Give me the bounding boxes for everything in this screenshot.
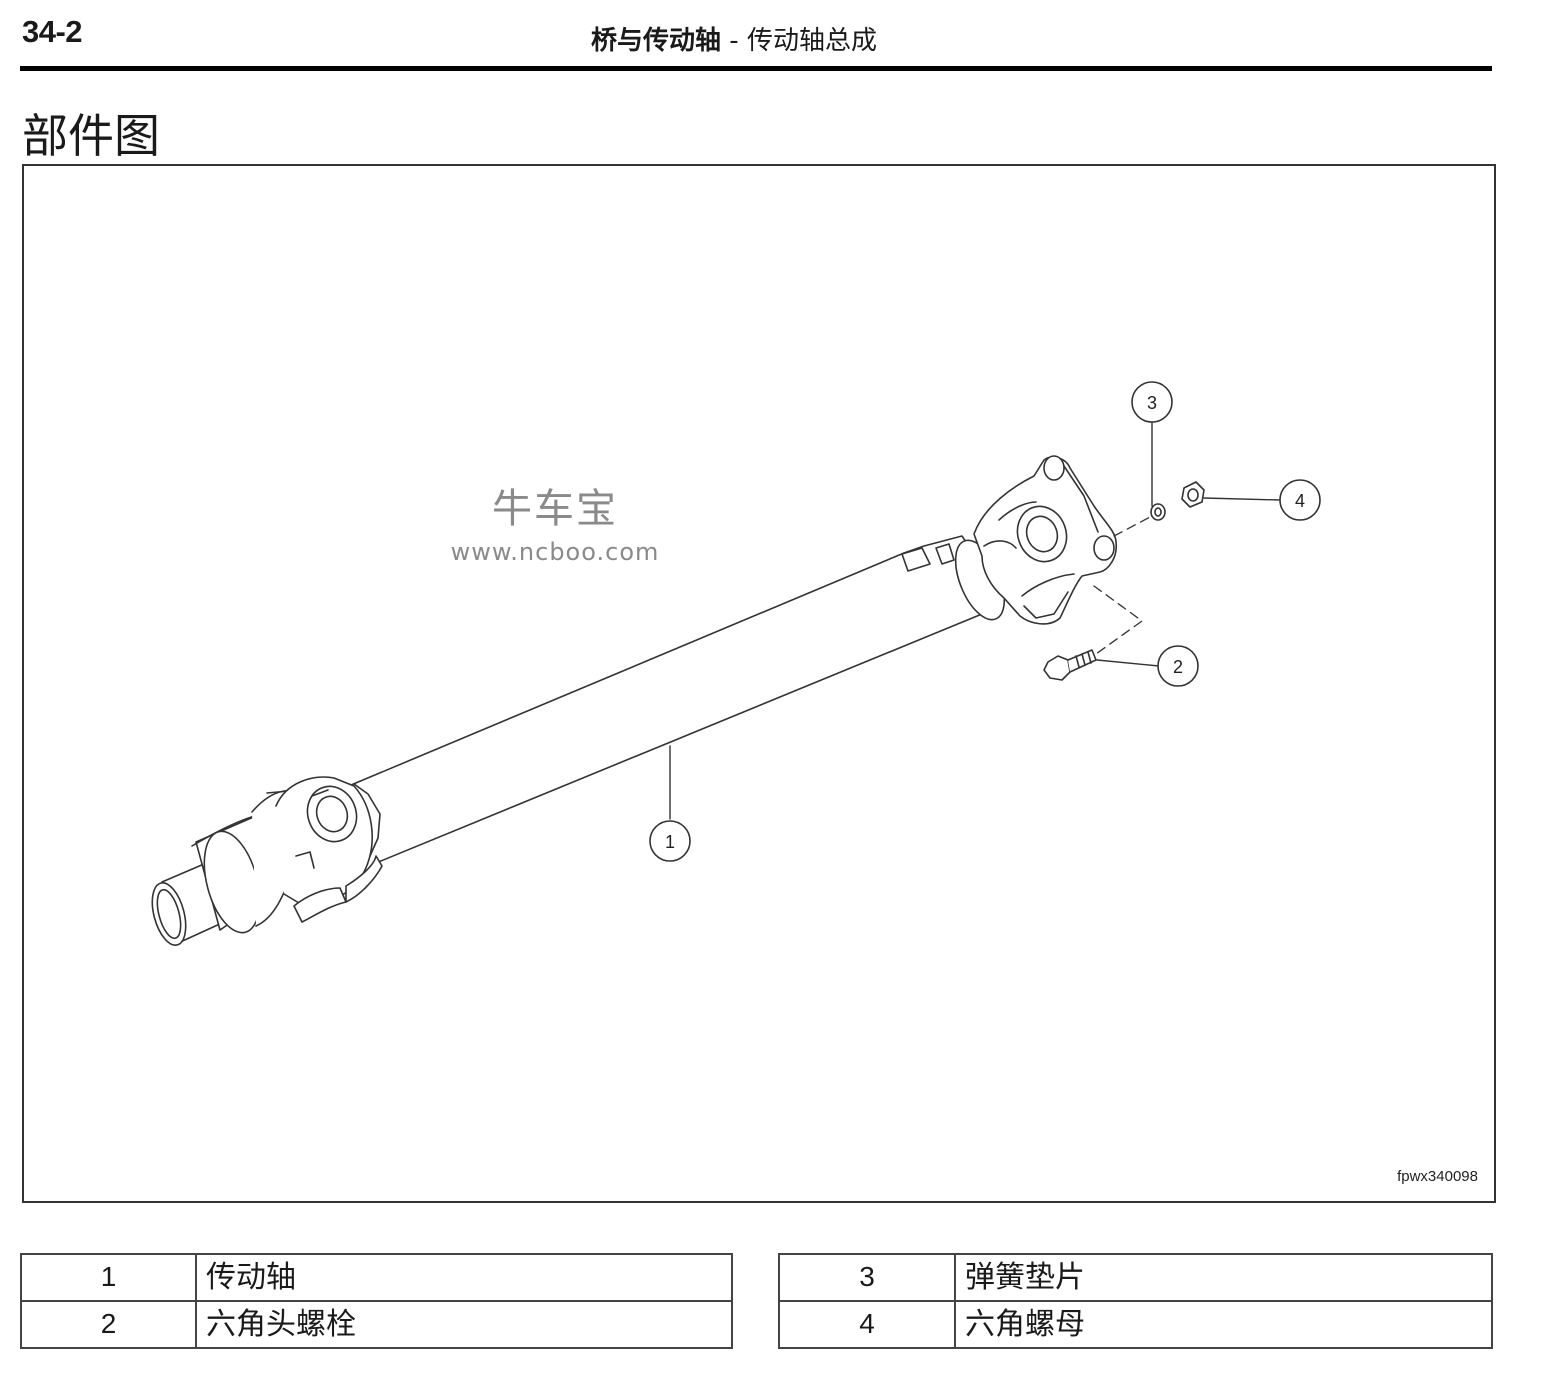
spring-washer-part — [1150, 503, 1166, 521]
leader-lines — [669, 420, 1281, 820]
hex-bolt-part — [1043, 649, 1097, 681]
callout-label-1: 1 — [665, 832, 675, 852]
rear-flange-yoke — [973, 455, 1118, 625]
header-rule — [20, 66, 1492, 71]
part-number: 2 — [20, 1300, 197, 1349]
watermark: 牛车宝 www.ncboo.com — [420, 485, 690, 567]
shaft-tube — [331, 535, 1006, 864]
section-title: 部件图 — [22, 109, 160, 163]
figure-frame: 1 2 3 4 fpwx340098 — [22, 164, 1496, 1203]
callout-label-2: 2 — [1173, 657, 1183, 677]
figure-code: fpwx340098 — [1397, 1168, 1478, 1185]
front-universal-joint — [275, 776, 383, 923]
watermark-name: 牛车宝 — [492, 486, 618, 532]
table-row: 1 传动轴 — [20, 1253, 733, 1302]
table-row: 3 弹簧垫片 — [778, 1253, 1493, 1302]
callout-label-3: 3 — [1147, 393, 1157, 413]
part-number: 1 — [20, 1253, 197, 1302]
callout-circle-3 — [1131, 381, 1173, 423]
callout-label-4: 4 — [1295, 491, 1305, 511]
page-number: 34-2 — [22, 14, 83, 49]
watermark-url: www.ncboo.com — [450, 538, 660, 566]
title-separator: - — [721, 26, 747, 56]
part-name: 六角螺母 — [954, 1300, 1493, 1349]
callout-circle-4 — [1279, 479, 1321, 521]
chapter-title: 桥与传动轴 — [591, 26, 722, 56]
section-name: 传动轴总成 — [746, 26, 877, 56]
parts-table-right: 3 弹簧垫片 4 六角螺母 — [778, 1253, 1493, 1349]
part-name: 六角头螺栓 — [195, 1300, 733, 1349]
header-title: 桥与传动轴 - 传动轴总成 — [591, 20, 877, 57]
callout-circle-2 — [1157, 645, 1199, 687]
table-row: 4 六角螺母 — [778, 1300, 1493, 1349]
part-number: 3 — [778, 1253, 956, 1302]
part-name: 传动轴 — [195, 1253, 733, 1302]
part-name: 弹簧垫片 — [954, 1253, 1493, 1302]
table-row: 2 六角头螺栓 — [20, 1300, 733, 1349]
hex-nut-part — [1181, 481, 1205, 508]
part-number: 4 — [778, 1300, 956, 1349]
assembly-lines — [1093, 515, 1153, 655]
driveshaft-illustration: 1 2 3 4 — [151, 381, 1321, 946]
callout-circle-1 — [649, 820, 691, 862]
parts-table-left: 1 传动轴 2 六角头螺栓 — [20, 1253, 733, 1349]
